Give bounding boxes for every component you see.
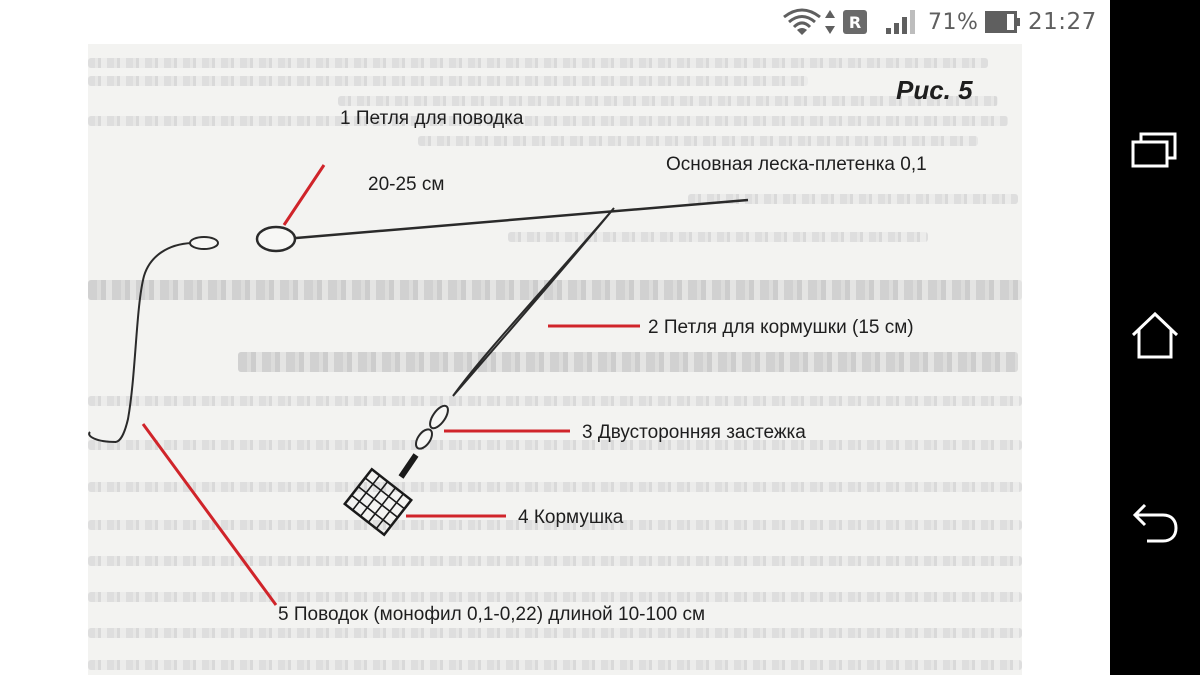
feeder-stem	[398, 453, 419, 479]
recents-icon	[1131, 132, 1177, 168]
leader-line	[115, 242, 193, 443]
label-snap: 3 Двусторонняя застежка	[582, 422, 806, 443]
label-leader-loop: 1 Петля для поводка	[340, 108, 524, 129]
background-text-line	[88, 628, 1022, 638]
label-main-line: Основная леска-плетенка 0,1	[666, 154, 927, 175]
background-text-line	[88, 556, 1022, 566]
roaming-badge-letter: R	[843, 10, 867, 34]
battery-percent: 71%	[928, 9, 979, 35]
background-text-line	[88, 520, 1022, 530]
label-feeder-loop: 2 Петля для кормушки (15 см)	[648, 317, 914, 338]
feeder-loop	[452, 207, 615, 397]
background-text-line	[88, 58, 988, 68]
background-text-line	[688, 194, 1018, 204]
label-leader: 5 Поводок (монофил 0,1-0,22) длиной 10-1…	[278, 604, 706, 625]
label-leader-loop-size: 20-25 см	[368, 174, 445, 195]
feeder-cage	[343, 467, 413, 537]
background-text-line	[88, 440, 1022, 450]
status-bar: R 71% 21:27	[0, 0, 1110, 44]
clock: 21:27	[1028, 9, 1097, 35]
battery-icon	[985, 8, 1021, 36]
pointer-leader-loop	[282, 164, 326, 226]
background-text-line	[508, 232, 928, 242]
recents-button[interactable]	[1125, 120, 1185, 180]
label-feeder: 4 Кормушка	[518, 507, 624, 528]
double-snap	[429, 404, 449, 430]
data-arrows-icon	[824, 8, 836, 36]
background-text-line	[88, 76, 808, 86]
back-button[interactable]	[1125, 493, 1185, 553]
background-text-line	[88, 660, 1022, 670]
wifi-icon	[782, 8, 822, 36]
rig-diagram	[88, 164, 749, 606]
hook-icon	[88, 431, 117, 443]
background-text-line	[88, 396, 1022, 406]
figure-title: Рис. 5	[896, 75, 973, 105]
signal-icon	[884, 8, 920, 36]
background-text-line	[238, 352, 1018, 372]
navigation-bar	[1110, 0, 1200, 675]
leader-swivel	[189, 236, 219, 250]
background-text-line	[88, 592, 1022, 602]
background-text-line	[88, 280, 1022, 300]
back-icon	[1132, 503, 1178, 543]
background-text-line	[88, 482, 1022, 492]
background-text-line	[338, 96, 998, 106]
leader-loop	[255, 225, 297, 253]
home-button[interactable]	[1125, 306, 1185, 366]
diagram-photo: Рис. 5 1 Петля для поводка 20-25 см Осно…	[88, 44, 1022, 675]
pointer-leader	[141, 423, 278, 606]
background-text-line	[88, 116, 1008, 126]
home-icon	[1131, 311, 1179, 359]
main-line	[295, 198, 749, 240]
double-snap-lower	[415, 428, 433, 450]
roaming-badge: R	[843, 8, 869, 36]
background-text-line	[418, 136, 978, 146]
